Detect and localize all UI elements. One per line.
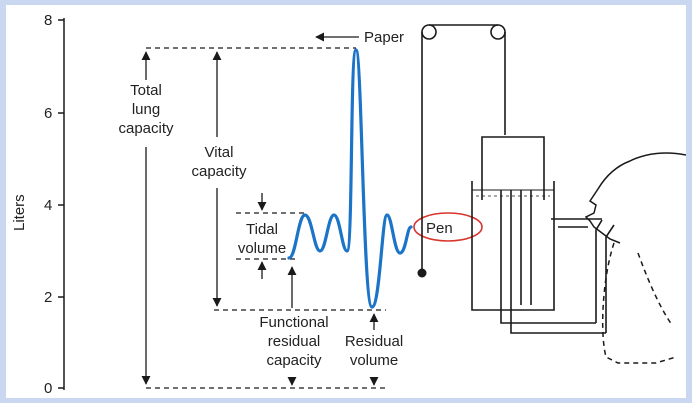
dimension-arrows (141, 32, 379, 386)
tick-label-8: 8 (44, 12, 52, 29)
functional-residual-capacity-label: Functional residual capacity (259, 314, 328, 369)
tidal-volume-label: Tidal volume (238, 221, 286, 257)
lungs-outline (601, 242, 677, 364)
volume-trace (287, 48, 413, 309)
svg-text:volume: volume (350, 352, 398, 369)
vital-capacity-label: Vital capacity (191, 144, 247, 180)
pen-label: Pen (426, 220, 453, 237)
pen-highlight-circle (413, 212, 483, 242)
svg-text:Tidal: Tidal (246, 221, 278, 238)
svg-text:residual: residual (268, 333, 321, 350)
svg-text:volume: volume (238, 240, 286, 257)
pulley-left (421, 24, 437, 40)
diagram-frame: 8 6 4 2 0 Liters (6, 5, 686, 398)
svg-text:lung: lung (132, 101, 160, 118)
subject-outline (584, 152, 686, 364)
tick-label-2: 2 (44, 289, 52, 306)
spirometer-diagram: 8 6 4 2 0 Liters (11, 12, 686, 397)
tick-label-6: 6 (44, 105, 52, 122)
reference-lines (146, 47, 386, 389)
svg-text:Residual: Residual (345, 333, 403, 350)
svg-text:Functional: Functional (259, 314, 328, 331)
y-axis (58, 18, 65, 390)
tick-label-0: 0 (44, 380, 52, 397)
svg-text:capacity: capacity (118, 120, 174, 137)
paper-label: Paper (364, 29, 404, 46)
tick-label-4: 4 (44, 197, 52, 214)
svg-text:capacity: capacity (266, 352, 322, 369)
residual-volume-label: Residual volume (345, 333, 403, 369)
total-lung-capacity-label: Total lung capacity (118, 82, 174, 137)
svg-text:capacity: capacity (191, 163, 247, 180)
spirometer-apparatus (421, 24, 615, 334)
svg-text:Vital: Vital (205, 144, 234, 161)
head-outline (584, 152, 686, 244)
svg-text:Total: Total (130, 82, 162, 99)
pulley-right (490, 24, 506, 40)
y-axis-ticks: 8 6 4 2 0 (44, 12, 52, 397)
y-axis-label: Liters (11, 194, 28, 231)
pen-tip (417, 268, 427, 278)
